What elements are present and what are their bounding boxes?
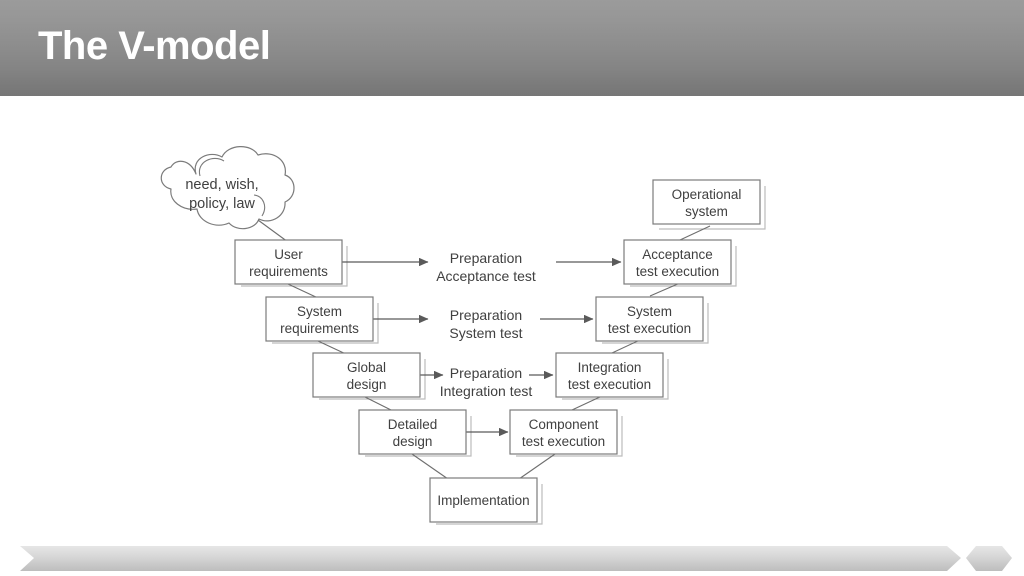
box-system-test-execution[interactable]: System test execution bbox=[595, 296, 704, 342]
label-preparation-acceptance-test: Preparation Acceptance test bbox=[436, 250, 536, 284]
label-preparation-system-test: Preparation System test bbox=[449, 307, 522, 341]
box-label-line1: Implementation bbox=[437, 493, 529, 508]
label-line1: Preparation bbox=[450, 365, 522, 381]
label-line2: Integration test bbox=[440, 383, 533, 399]
page-number-badge bbox=[966, 546, 1012, 571]
label-preparation-integration-test: Preparation Integration test bbox=[440, 365, 533, 399]
box-label-line1: Component bbox=[529, 417, 599, 432]
box-label-line1: System bbox=[627, 304, 672, 319]
label-line2: Acceptance test bbox=[436, 268, 536, 284]
preparation-labels: Preparation Acceptance test Preparation … bbox=[436, 250, 536, 399]
slide-footer-bar: 6 bbox=[0, 540, 1024, 576]
box-user-requirements[interactable]: User requirements bbox=[234, 239, 343, 285]
box-label-line2: requirements bbox=[280, 321, 359, 336]
flow-arrows bbox=[342, 257, 622, 437]
box-label-line2: system bbox=[685, 204, 728, 219]
label-line1: Preparation bbox=[450, 250, 522, 266]
box-label-line1: Operational bbox=[672, 187, 742, 202]
box-component-test-execution[interactable]: Component test execution bbox=[509, 409, 618, 455]
box-label-line1: Detailed bbox=[388, 417, 438, 432]
box-global-design[interactable]: Global design bbox=[312, 352, 421, 398]
v-model-diagram: need, wish, policy, law bbox=[0, 96, 1024, 536]
box-label-line2: design bbox=[347, 377, 387, 392]
box-label-line1: User bbox=[274, 247, 303, 262]
box-label-line1: System bbox=[297, 304, 342, 319]
box-integration-test-execution[interactable]: Integration test execution bbox=[555, 352, 664, 398]
slide-title-bar: The V-model bbox=[0, 0, 1024, 96]
diagram-boxes: Operational system Acceptance test execu… bbox=[234, 179, 761, 523]
box-label-line1: Acceptance bbox=[642, 247, 713, 262]
box-operational-system[interactable]: Operational system bbox=[652, 179, 761, 225]
box-label-line1: Integration bbox=[578, 360, 642, 375]
box-label-line2: test execution bbox=[522, 434, 605, 449]
box-shadows bbox=[241, 186, 766, 525]
label-line1: Preparation bbox=[450, 307, 522, 323]
box-system-requirements[interactable]: System requirements bbox=[265, 296, 374, 342]
box-acceptance-test-execution[interactable]: Acceptance test execution bbox=[623, 239, 732, 285]
box-implementation[interactable]: Implementation bbox=[429, 477, 538, 523]
box-label-line2: test execution bbox=[636, 264, 719, 279]
cloud-label-line1: need, wish, bbox=[185, 177, 258, 193]
box-label-line2: design bbox=[393, 434, 433, 449]
need-wish-policy-law-cloud: need, wish, policy, law bbox=[160, 146, 295, 243]
box-label-line2: test execution bbox=[568, 377, 651, 392]
box-label-line2: test execution bbox=[608, 321, 691, 336]
footer-ribbon bbox=[20, 546, 961, 571]
cloud-label-line2: policy, law bbox=[189, 196, 255, 212]
box-label-line1: Global bbox=[347, 360, 386, 375]
box-detailed-design[interactable]: Detailed design bbox=[358, 409, 467, 455]
label-line2: System test bbox=[449, 325, 522, 341]
box-label-line2: requirements bbox=[249, 264, 328, 279]
page-title: The V-model bbox=[38, 24, 271, 68]
